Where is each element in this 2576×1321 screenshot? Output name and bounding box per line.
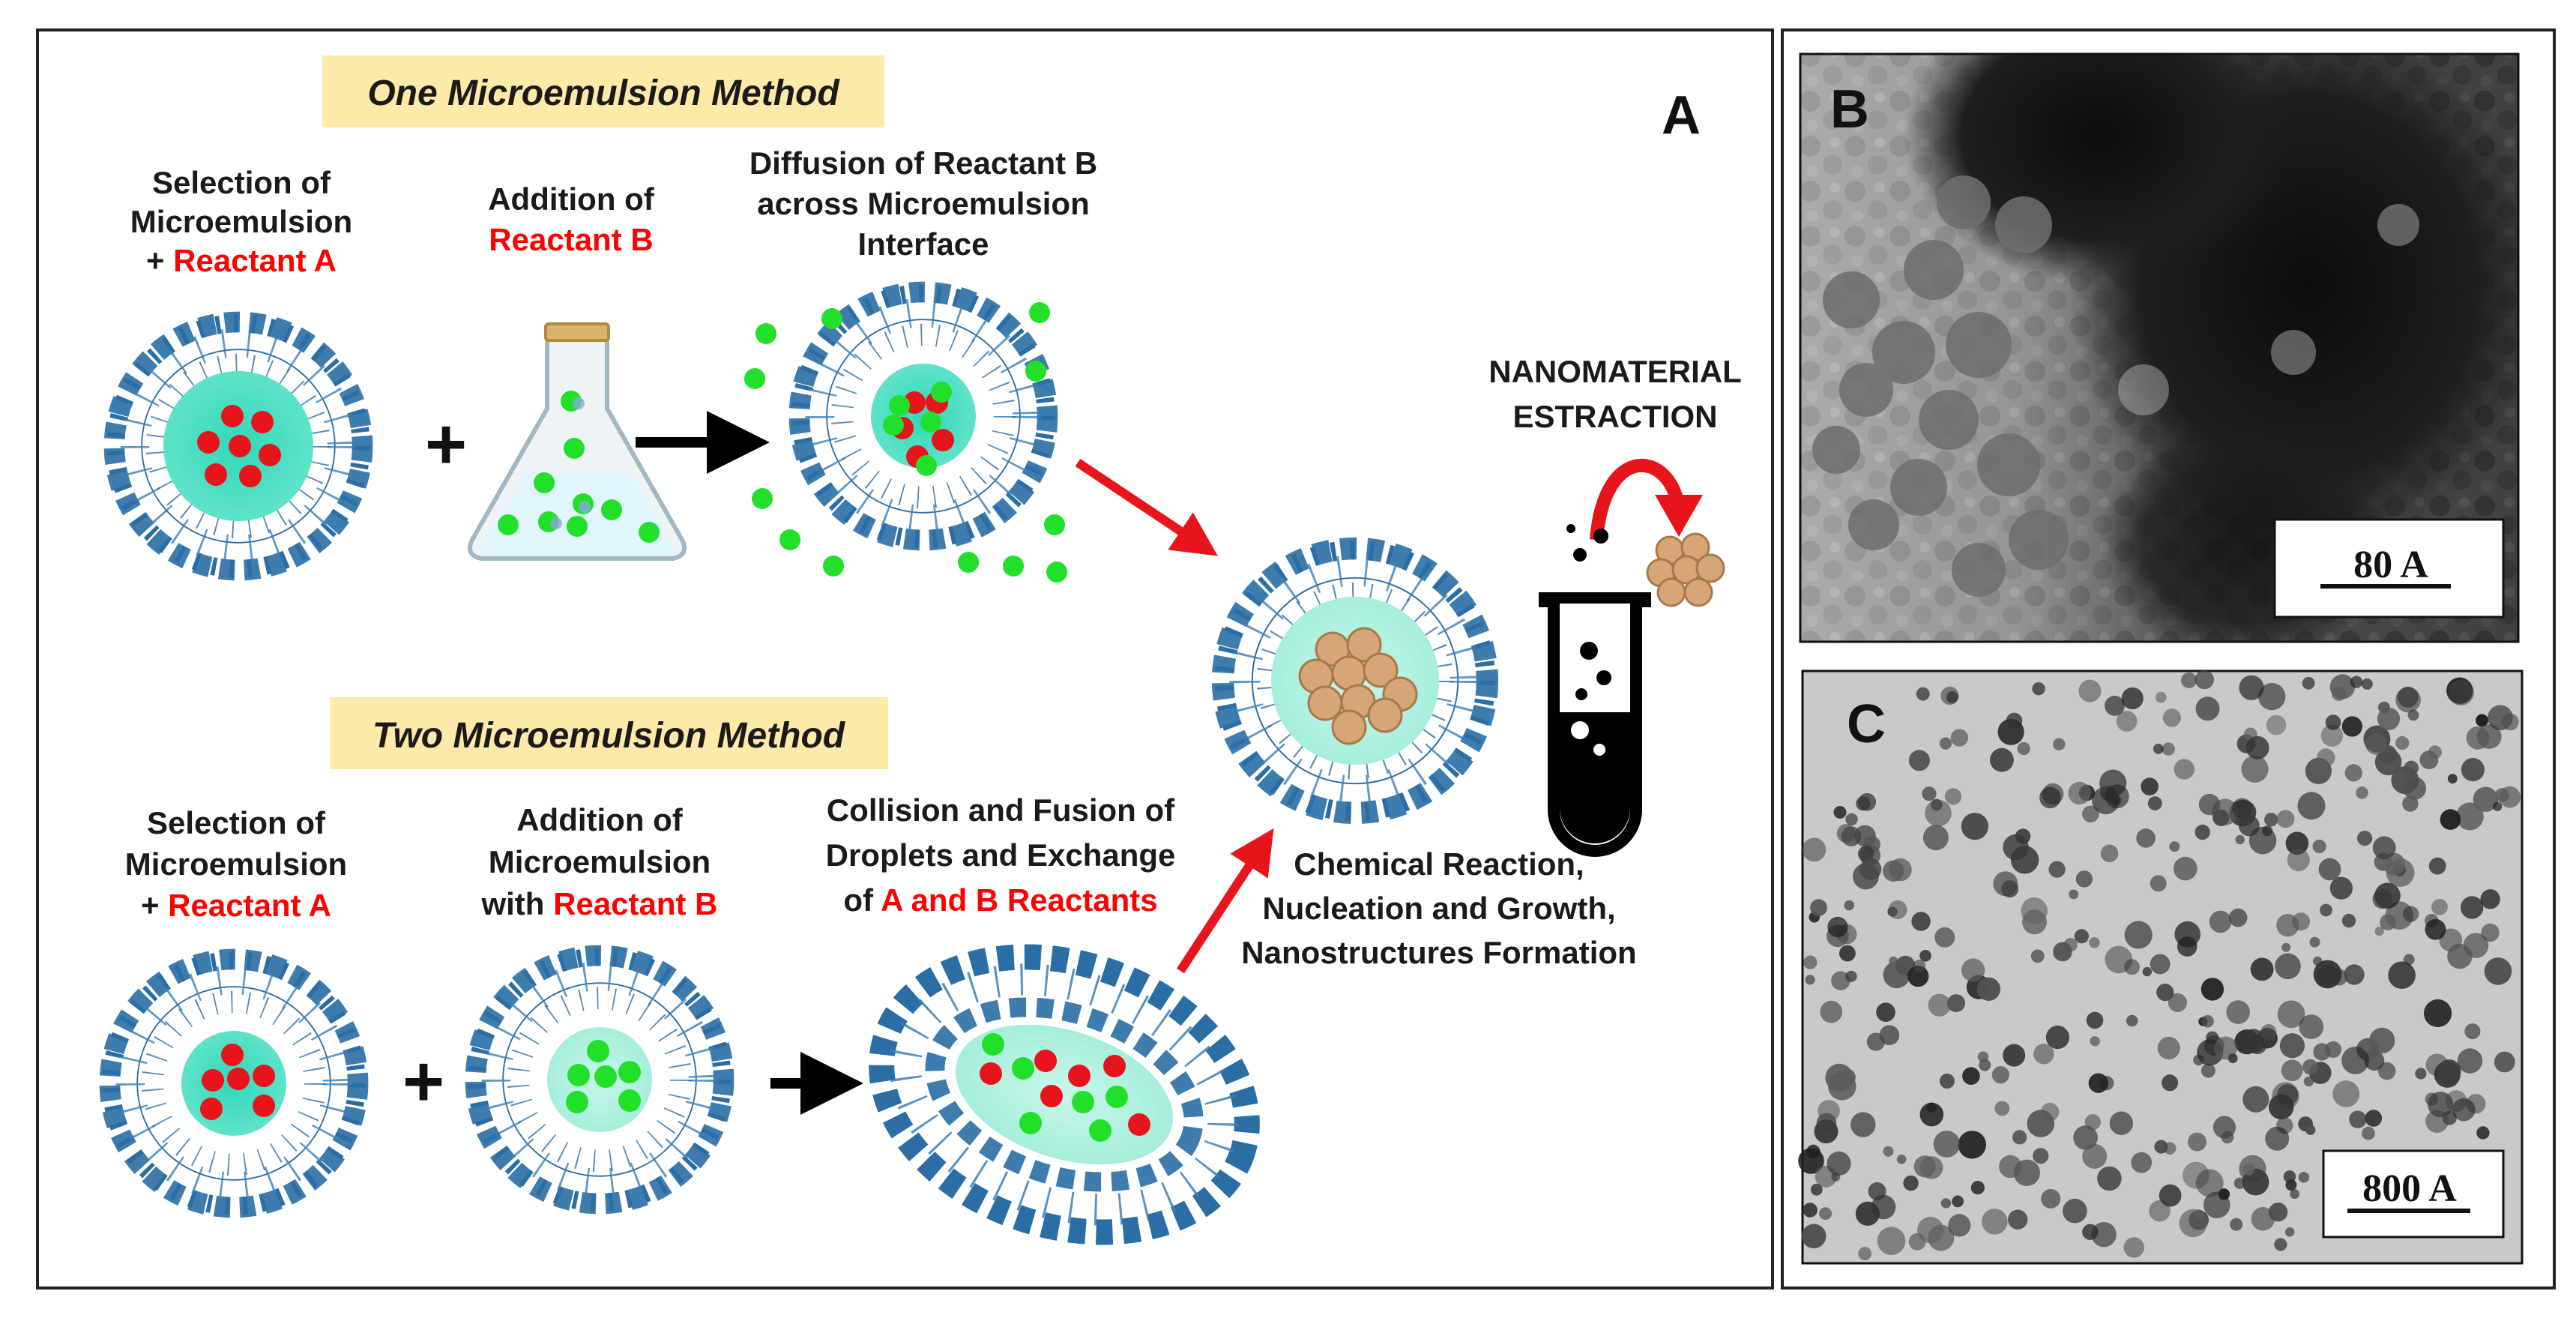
svg-text:Selection of: Selection of: [147, 805, 326, 840]
micelle-diffusion: [744, 292, 1067, 583]
svg-text:800 A: 800 A: [2362, 1167, 2457, 1210]
step3-bottom-label: Collision and Fusion of Droplets and Exc…: [826, 792, 1176, 918]
svg-text:Microemulsion: Microemulsion: [130, 204, 352, 239]
panel-c-scale-bar: 800 A: [2322, 1149, 2505, 1239]
micelle-reactant-b: [475, 955, 723, 1203]
panel-c-letter: C: [1847, 694, 1886, 754]
micelle-nanostructure: [1223, 549, 1488, 813]
test-tube-icon: [1539, 524, 1651, 857]
svg-text:Nanostructures Formation: Nanostructures Formation: [1241, 935, 1636, 970]
extraction-arrow-head-icon: [1655, 495, 1703, 537]
reaction-label: Chemical Reaction, Nucleation and Growth…: [1241, 846, 1636, 970]
one-method-title-box: One Microemulsion Method: [322, 55, 884, 127]
step3-top-label: Diffusion of Reactant B across Microemul…: [749, 145, 1097, 262]
svg-text:Addition of: Addition of: [488, 181, 655, 217]
svg-text:Droplets and Exchange: Droplets and Exchange: [826, 837, 1176, 873]
nanoparticle-cluster-icon: [1298, 627, 1418, 745]
svg-text:Collision and Fusion of: Collision and Fusion of: [827, 792, 1175, 828]
extraction-curved-arrow: [1590, 458, 1686, 541]
one-method-title: One Microemulsion Method: [367, 73, 840, 113]
svg-text:+ Reactant A: + Reactant A: [141, 888, 331, 923]
svg-text:Reactant B: Reactant B: [489, 222, 653, 257]
svg-text:Microemulsion: Microemulsion: [489, 844, 711, 879]
red-arrow-bottom: [1176, 828, 1274, 974]
panel-a-letter: A: [1662, 85, 1701, 145]
svg-text:Selection of: Selection of: [152, 165, 331, 200]
fused-reactants: [980, 1033, 1150, 1142]
svg-text:Interface: Interface: [857, 226, 989, 262]
svg-text:across Microemulsion: across Microemulsion: [757, 186, 1089, 221]
svg-text:Diffusion of Reactant B: Diffusion of Reactant B: [749, 145, 1097, 181]
extracted-nanoparticle-icon: [1646, 532, 1725, 607]
svg-text:80 A: 80 A: [2353, 544, 2428, 586]
svg-text:Addition of: Addition of: [516, 802, 684, 837]
svg-text:ESTRACTION: ESTRACTION: [1513, 399, 1718, 434]
svg-text:Chemical Reaction,: Chemical Reaction,: [1294, 846, 1584, 882]
step2-top-label: Addition of Reactant B: [488, 181, 655, 257]
flask-icon: [468, 322, 687, 561]
svg-text:+ Reactant A: + Reactant A: [146, 243, 337, 278]
two-method-title-box: Two Microemulsion Method: [330, 697, 888, 769]
svg-text:Microemulsion: Microemulsion: [125, 846, 347, 882]
svg-text:NANOMATERIAL: NANOMATERIAL: [1488, 354, 1742, 389]
svg-text:of A and B Reactants: of A and B Reactants: [843, 882, 1157, 918]
red-arrow-top: [1075, 459, 1218, 556]
plus-icon-bottom: +: [402, 1041, 444, 1122]
plus-icon-top: +: [425, 404, 467, 484]
panel-b-scale-bar: 80 A: [2273, 518, 2505, 619]
step1-bottom-label: Selection of Microemulsion + Reactant A: [125, 805, 347, 923]
step2-bottom-label: Addition of Microemulsion with Reactant …: [480, 802, 717, 921]
two-method-title: Two Microemulsion Method: [372, 716, 846, 756]
panel-b-letter: B: [1830, 79, 1869, 139]
svg-text:Nucleation and Growth,: Nucleation and Growth,: [1262, 891, 1615, 926]
step1-top-label: Selection of Microemulsion + Reactant A: [130, 165, 352, 278]
svg-text:with Reactant B: with Reactant B: [480, 886, 717, 921]
micelle-reactant-a-top: [114, 322, 362, 570]
extraction-label: NANOMATERIAL ESTRACTION: [1488, 354, 1742, 434]
micelle-reactant-a-bottom: [109, 959, 358, 1207]
